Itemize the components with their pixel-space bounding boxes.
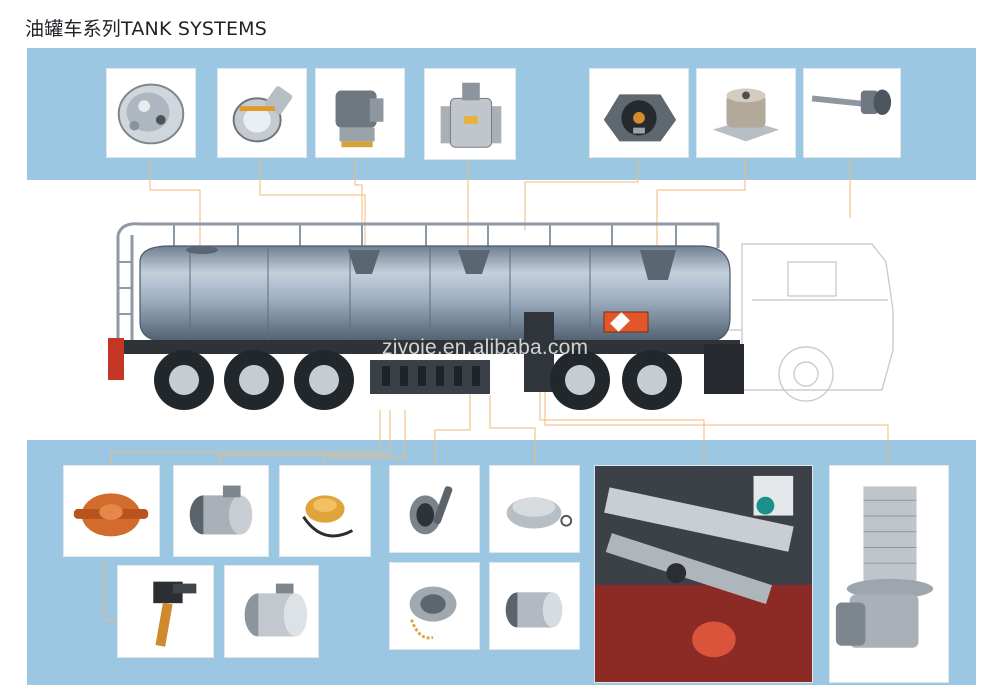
fuel-cap-with-chain-icon[interactable]: [279, 465, 371, 557]
elbow-vent-valve-icon[interactable]: [315, 68, 405, 158]
breather-valve-icon[interactable]: [589, 68, 689, 158]
level-probe-icon[interactable]: [803, 68, 901, 158]
page-title: 油罐车系列TANK SYSTEMS: [25, 18, 268, 40]
manifold-valves-photo-icon[interactable]: [594, 465, 813, 683]
hose-coupler-icon[interactable]: [489, 562, 580, 650]
manhole-cover-icon[interactable]: [106, 68, 196, 158]
female-coupler-icon[interactable]: [224, 565, 319, 658]
overfill-sensor-socket-icon[interactable]: [696, 68, 796, 158]
camlock-coupler-icon[interactable]: [173, 465, 269, 557]
gravity-coupler-icon[interactable]: [389, 465, 480, 553]
dust-cap-icon[interactable]: [63, 465, 160, 557]
vapor-recovery-valve-icon[interactable]: [217, 68, 307, 158]
dust-plug-with-chain-icon[interactable]: [389, 562, 480, 650]
watermark-text: zjyoje.en.alibaba.com: [382, 336, 589, 359]
bottom-valve-strainer-icon[interactable]: [829, 465, 949, 683]
blind-cap-icon[interactable]: [489, 465, 580, 553]
api-adaptor-valve-icon[interactable]: [424, 68, 516, 160]
hand-pump-valve-icon[interactable]: [117, 565, 214, 658]
